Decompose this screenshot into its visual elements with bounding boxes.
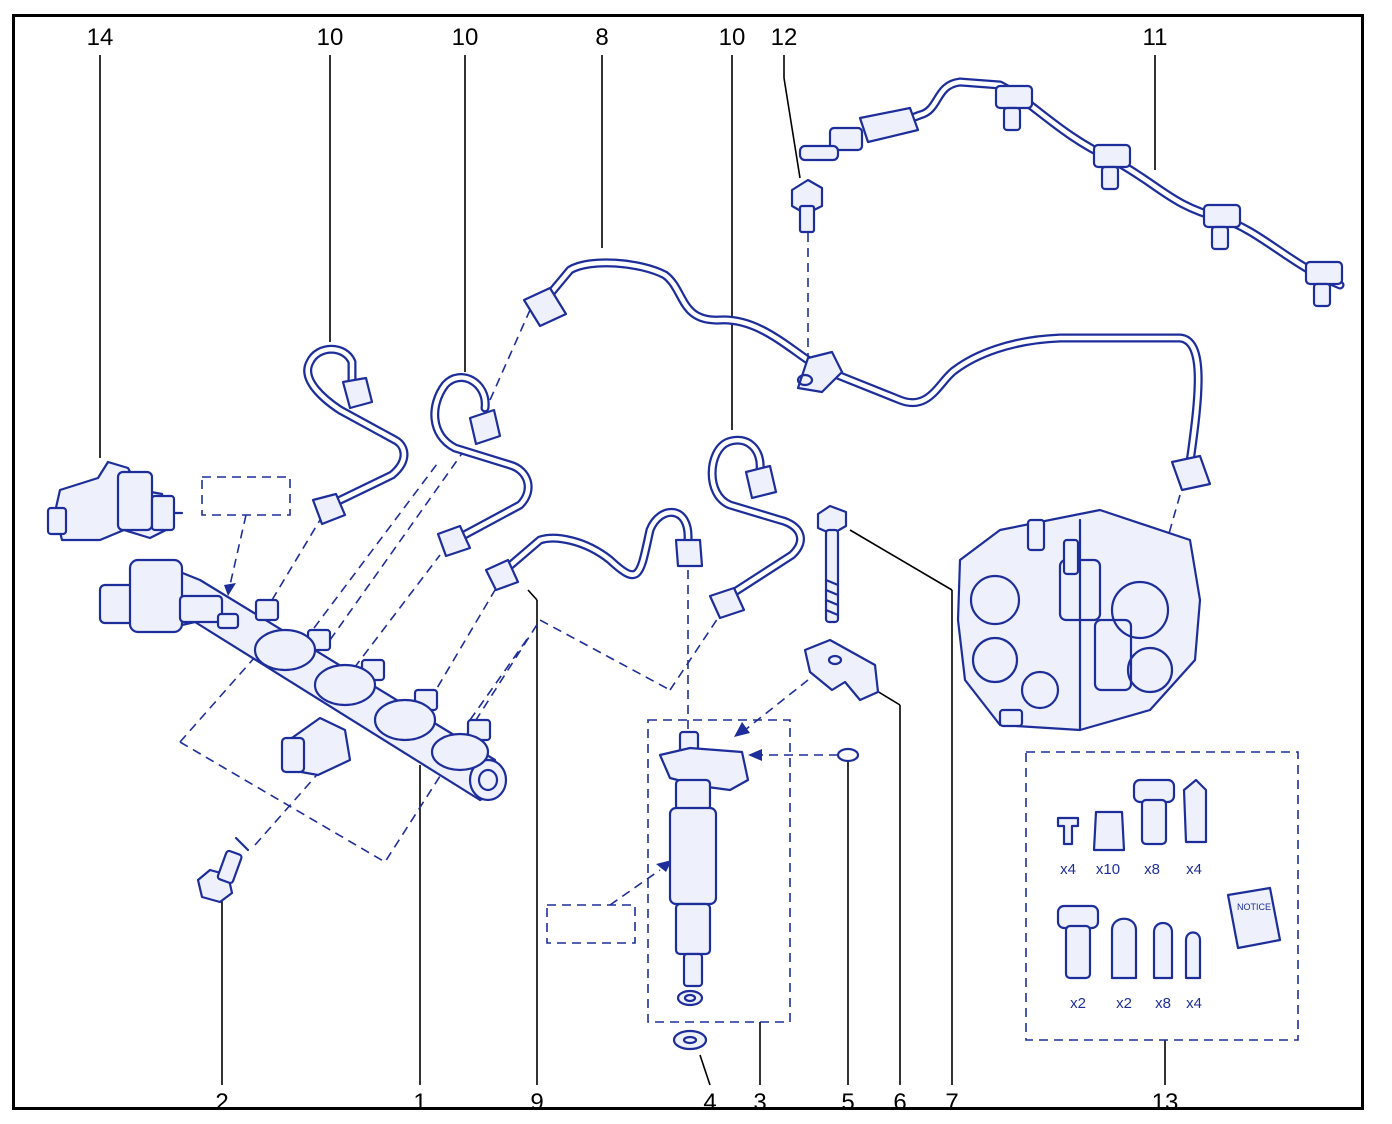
leader-lines [99,55,1166,1086]
callout-13: 13 [1152,1089,1179,1116]
kit-qty-6: x2 [1116,995,1132,1012]
kit-qty-4: x4 [1186,861,1202,878]
callout-3: 3 [753,1089,766,1116]
feed-pipe-8 [522,258,1212,492]
callout-14: 14 [87,24,114,51]
callout-10-b: 10 [452,24,479,51]
callout-7: 7 [945,1089,958,1116]
injector-3 [658,730,750,1007]
callout-10-c: 10 [719,24,746,51]
callout-6: 6 [893,1089,906,1116]
diagram-frame [12,14,1364,1110]
callout-8: 8 [595,24,608,51]
kit-qty-7: x8 [1155,995,1171,1012]
kit-row-1-items [1056,778,1208,852]
washer-4 [672,1029,708,1051]
return-line-11 [798,77,1345,308]
bolt-12 [790,178,824,234]
callout-12: 12 [771,24,798,51]
kit-notice-label: NOTICE [1237,902,1271,912]
injector-pipe-10-c [707,435,805,620]
kit-qty-2: x10 [1096,861,1120,878]
stud-bolt-7 [816,504,848,624]
kit-qty-1: x4 [1060,861,1076,878]
callout-10-a: 10 [317,24,344,51]
kit-qty-8: x4 [1186,995,1202,1012]
rail-outlet-nipples [253,598,492,772]
fuel-rail-1 [98,558,508,802]
pressure-sensor-14 [46,460,184,542]
injector-pipe-10-b [430,373,533,558]
callout-9: 9 [530,1089,543,1116]
bolt-2 [196,836,250,904]
repair-kit-13: x4 x10 x8 x4 NOTICE x2 x2 x8 x4 [1025,751,1299,1041]
o-ring-5 [836,747,860,763]
callout-4: 4 [703,1089,716,1116]
kit-qty-5: x2 [1070,995,1086,1012]
callout-2: 2 [215,1089,228,1116]
kit-qty-3: x8 [1144,861,1160,878]
injector-pipe-9 [484,508,704,592]
callout-5: 5 [841,1089,854,1116]
callout-1: 1 [413,1089,426,1116]
return-line-tees [994,84,1344,308]
injector-pipe-10-a [303,344,409,526]
high-pressure-pump [956,508,1202,732]
clamp-6 [803,638,880,702]
kit-row-2-items [1056,886,1282,980]
callout-11: 11 [1143,24,1168,51]
